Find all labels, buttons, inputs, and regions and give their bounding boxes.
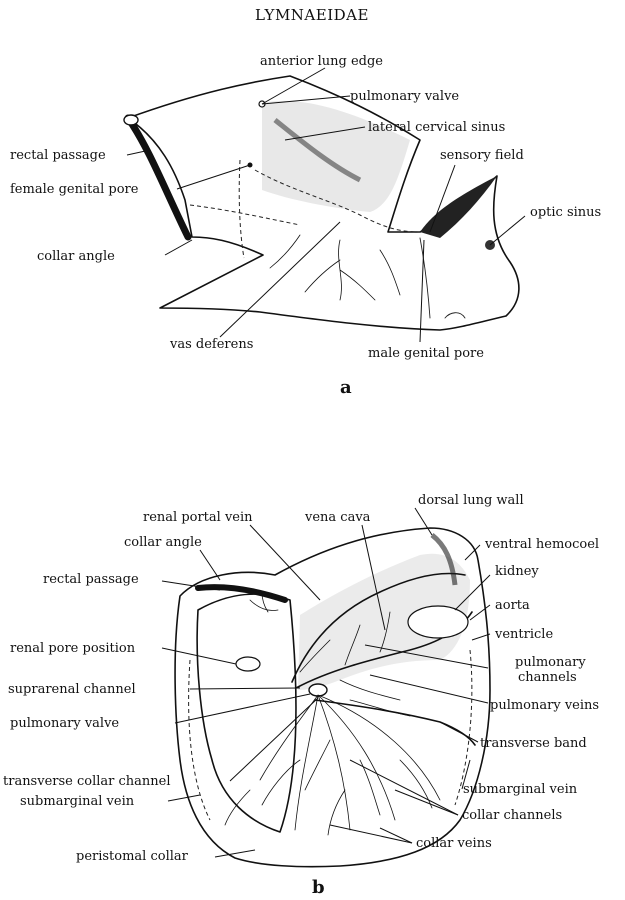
- label-pulmonary-veins: pulmonary veins: [490, 698, 599, 713]
- label-renal-pore-position: renal pore position: [10, 641, 136, 656]
- label-female-genital-pore: female genital pore: [10, 182, 139, 197]
- label-sensory-field: sensory field: [440, 148, 524, 163]
- label-ventral-hemocoel: ventral hemocoel: [484, 537, 599, 552]
- panel-a-letter: a: [340, 377, 352, 398]
- label-rectal-passage-b: rectal passage: [43, 572, 139, 587]
- label-submarginal-vein-left: submarginal vein: [20, 794, 135, 809]
- panel-b-drawing: [175, 528, 490, 867]
- label-optic-sinus: optic sinus: [530, 205, 601, 220]
- label-rectal-passage-a: rectal passage: [10, 148, 106, 163]
- label-pulmonary-channels-line1: pulmonary: [515, 655, 586, 670]
- label-submarginal-vein-right: submarginal vein: [463, 782, 578, 797]
- label-kidney: kidney: [495, 564, 539, 579]
- label-collar-veins: collar veins: [416, 836, 492, 851]
- panel-b-letter: b: [312, 877, 325, 898]
- panel-a-drawing: [124, 76, 519, 330]
- label-pulmonary-channels-line2: channels: [518, 670, 577, 685]
- label-vas-deferens: vas deferens: [169, 337, 253, 352]
- label-transverse-collar-channel: transverse collar channel: [3, 774, 171, 789]
- label-pulmonary-valve-a: pulmonary valve: [350, 89, 459, 104]
- label-male-genital-pore: male genital pore: [368, 346, 484, 361]
- label-collar-angle-b: collar angle: [124, 535, 202, 550]
- label-aorta: aorta: [495, 598, 530, 613]
- label-collar-channels: collar channels: [462, 808, 562, 823]
- label-dorsal-lung-wall: dorsal lung wall: [418, 493, 524, 508]
- label-lateral-cervical-sinus: lateral cervical sinus: [368, 120, 505, 135]
- label-pulmonary-valve-b: pulmonary valve: [10, 716, 119, 731]
- label-transverse-band: transverse band: [480, 736, 587, 751]
- label-anterior-lung-edge: anterior lung edge: [260, 54, 383, 69]
- label-peristomal-collar: peristomal collar: [76, 849, 189, 864]
- label-renal-portal-vein: renal portal vein: [143, 510, 253, 525]
- label-collar-angle-a: collar angle: [37, 249, 115, 264]
- figure-title: LYMNAEIDAE: [255, 6, 369, 24]
- label-ventricle: ventricle: [494, 627, 553, 642]
- label-suprarenal-channel: suprarenal channel: [8, 682, 136, 697]
- label-vena-cava: vena cava: [304, 510, 371, 525]
